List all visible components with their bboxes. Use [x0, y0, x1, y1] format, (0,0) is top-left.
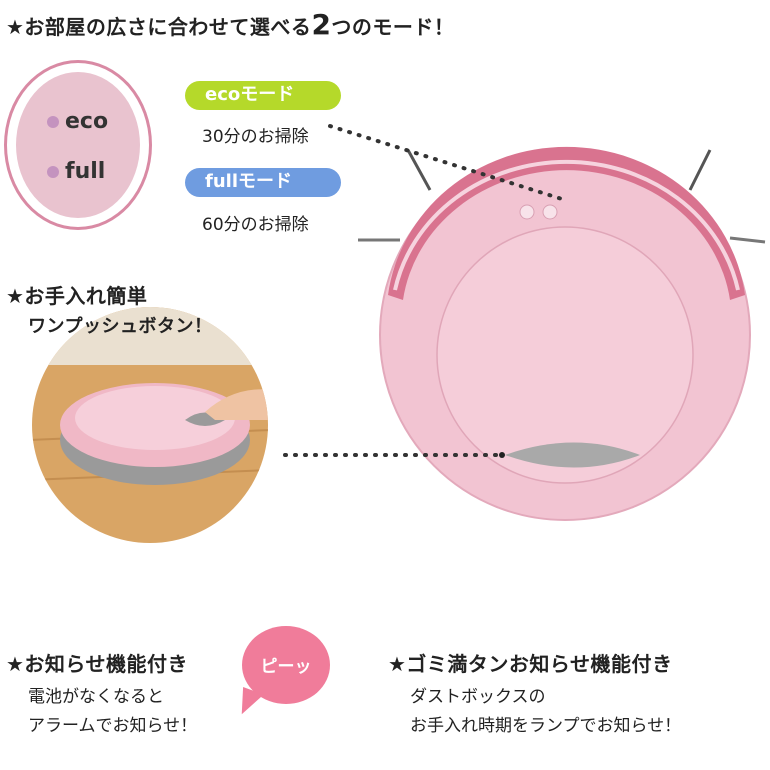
- power-button-icon: [519, 204, 535, 220]
- care-title: ★お手入れ簡単: [6, 284, 148, 308]
- mode-badge-eco: eco: [47, 109, 108, 134]
- robot-lid: [436, 226, 694, 484]
- notify-line-1: 電池がなくなると: [28, 687, 164, 707]
- indicator-dot-icon: [47, 116, 59, 128]
- dust-line-1: ダストボックスの: [410, 687, 546, 707]
- title-text: ★お部屋の広さに合わせて選べる: [6, 15, 312, 39]
- side-brush-icon: [729, 236, 766, 244]
- dust-title: ★ゴミ満タンお知らせ機能付き: [388, 652, 673, 676]
- mode-badge-full: full: [47, 159, 105, 184]
- side-brush-icon: [688, 149, 712, 191]
- title-number: 2: [311, 8, 332, 41]
- title-text-end: つのモード！: [331, 15, 455, 39]
- mode-button-icon: [542, 204, 558, 220]
- notify-title: ★お知らせ機能付き: [6, 652, 189, 676]
- care-subtitle: ワンプッシュボタン！: [28, 316, 213, 337]
- full-mode-pill: fullモード: [185, 168, 341, 197]
- eco-mode-desc: 30分のお掃除: [202, 127, 309, 147]
- side-brush-icon: [406, 149, 432, 191]
- hand: [205, 389, 268, 421]
- full-mode-desc: 60分のお掃除: [202, 215, 309, 235]
- mode-badge: eco full: [4, 60, 152, 230]
- page-title: ★お部屋の広さに合わせて選べる2つのモード！: [6, 8, 454, 41]
- speech-bubble: ピーッ: [242, 626, 330, 704]
- notify-line-2: アラームでお知らせ！: [28, 716, 198, 736]
- leader-line: [328, 124, 567, 202]
- speech-bubble-text: ピーッ: [260, 657, 312, 677]
- mode-badge-full-label: full: [65, 159, 106, 184]
- mode-badge-eco-label: eco: [65, 109, 109, 134]
- dust-line-2: お手入れ時期をランプでお知らせ！: [410, 716, 682, 736]
- usage-photo: [32, 307, 268, 543]
- indicator-dot-icon: [47, 166, 59, 178]
- push-button-icon: [505, 442, 640, 468]
- eco-mode-pill: ecoモード: [185, 81, 341, 110]
